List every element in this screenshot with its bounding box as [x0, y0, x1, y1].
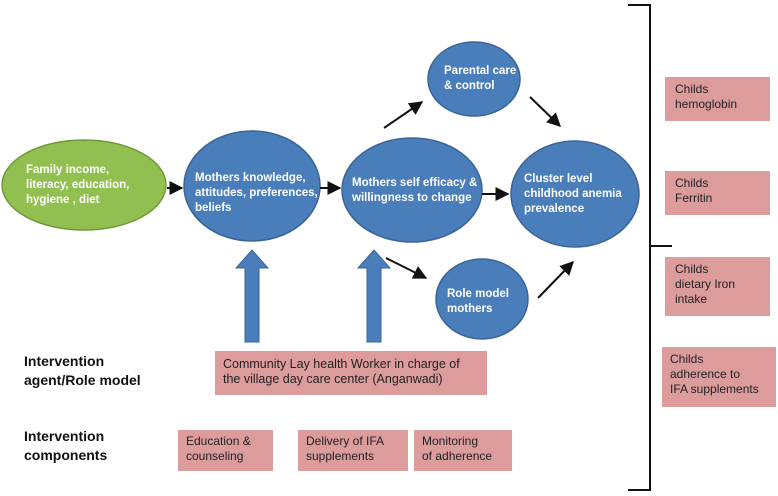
outcome-iron-box: Childs dietary Iron intake	[665, 257, 770, 316]
node-rolemodel-ellipse	[435, 258, 529, 340]
node-parental-line: Parental care	[444, 65, 517, 77]
node-cluster-line: prevalence	[524, 203, 585, 215]
node-parental-ellipse	[427, 41, 521, 117]
outcome-ferritin-line: Childs	[675, 176, 709, 190]
node-cluster-line: childhood anemia	[524, 188, 622, 200]
node-knowledge-line: beliefs	[195, 202, 232, 214]
outcome-ferritin-line: Ferritin	[675, 191, 713, 205]
arrow-parental-to-cluster	[529, 96, 562, 127]
node-cluster-text: Cluster level childhood anemia prevalenc…	[524, 172, 634, 217]
outcome-adherence-line: adherence to	[670, 367, 741, 381]
agent-box-line: Community Lay health Worker in charge of	[223, 357, 460, 371]
node-family-line: hygiene , diet	[26, 194, 100, 206]
label-intervention-agent: Intervention agent/Role model	[24, 352, 194, 390]
node-family-text: Family income, literacy, education, hygi…	[26, 163, 156, 208]
node-rolemodel-text: Role model mothers	[447, 287, 527, 317]
label-line: Intervention	[24, 428, 105, 444]
node-efficacy-line: willingness to change	[352, 192, 472, 204]
component-monitoring-line: of adherence	[422, 449, 493, 463]
outcome-iron-line: Childs	[675, 262, 709, 276]
up-arrow-to-knowledge	[234, 249, 270, 343]
up-arrow-to-efficacy	[356, 249, 392, 343]
node-parental-line: & control	[444, 80, 495, 92]
outcome-hemoglobin-line: Childs	[675, 82, 709, 96]
outcome-iron-line: intake	[675, 292, 708, 306]
outcome-ferritin-box: Childs Ferritin	[665, 171, 770, 215]
node-rolemodel-line: mothers	[447, 303, 493, 315]
outcome-hemoglobin-box: Childs hemoglobin	[665, 77, 770, 121]
outcome-adherence-box: Childs adherence to IFA supplements	[662, 347, 776, 407]
outcomes-bracket	[628, 4, 672, 491]
label-line: components	[24, 447, 108, 463]
outcome-adherence-line: IFA supplements	[670, 382, 759, 396]
node-rolemodel-line: Role model	[447, 288, 509, 300]
node-family-ellipse	[1, 139, 167, 231]
agent-box: Community Lay health Worker in charge of…	[215, 351, 487, 395]
node-parental-text: Parental care & control	[444, 64, 524, 94]
component-monitoring-line: Monitoring	[422, 434, 479, 448]
node-cluster-ellipse	[510, 140, 640, 248]
component-education-line: counseling	[186, 449, 244, 463]
label-line: agent/Role model	[24, 372, 141, 388]
label-intervention-components: Intervention components	[24, 427, 194, 465]
component-monitoring-box: Monitoring of adherence	[414, 430, 512, 471]
node-knowledge-text: Mothers knowledge, attitudes, preference…	[195, 171, 325, 216]
label-line: Intervention	[24, 353, 105, 369]
arrow-rolemodel-to-cluster	[537, 260, 574, 299]
arrow-efficacy-to-parental	[383, 101, 424, 129]
node-family-line: Family income,	[26, 164, 110, 176]
outcome-hemoglobin-line: hemoglobin	[675, 97, 738, 111]
component-education-box: Education & counseling	[178, 430, 273, 471]
component-delivery-line: supplements	[306, 449, 375, 463]
node-knowledge-line: Mothers knowledge,	[195, 172, 306, 184]
agent-box-line: the village day care center (Anganwadi)	[223, 372, 443, 386]
node-family-line: literacy, education,	[26, 179, 130, 191]
arrow-efficacy-to-rolemodel	[385, 257, 428, 279]
node-cluster-line: Cluster level	[524, 173, 593, 185]
node-knowledge-ellipse	[183, 130, 321, 242]
node-efficacy-line: Mothers self efficacy &	[352, 177, 478, 189]
component-delivery-box: Delivery of IFA supplements	[298, 430, 408, 471]
node-knowledge-line: attitudes, preferences,	[195, 187, 318, 199]
outcome-adherence-line: Childs	[670, 352, 704, 366]
outcome-iron-line: dietary Iron	[675, 277, 736, 291]
node-efficacy-ellipse	[341, 137, 483, 243]
component-delivery-line: Delivery of IFA	[306, 434, 385, 448]
component-education-line: Education &	[186, 434, 251, 448]
node-efficacy-text: Mothers self efficacy & willingness to c…	[352, 176, 487, 206]
